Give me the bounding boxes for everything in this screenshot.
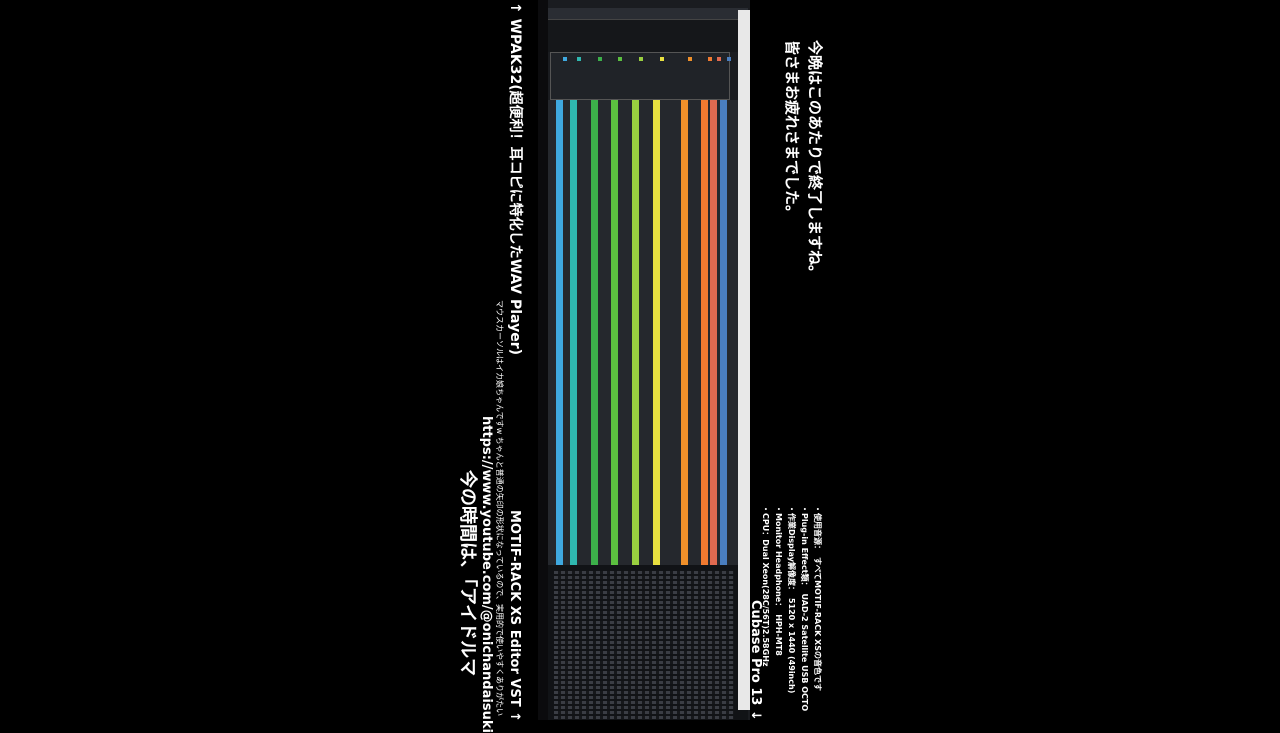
channel-color-tab[interactable] [660, 57, 664, 61]
channel-color-tab[interactable] [563, 57, 567, 61]
mixer-channel-row[interactable] [554, 681, 734, 684]
spec-headphone: ・Monitor Headphone： HPH-MT8 [774, 505, 783, 656]
mixer-channel-row[interactable] [554, 706, 734, 709]
track-lane[interactable] [556, 100, 563, 565]
mixer-channel-row[interactable] [554, 576, 734, 579]
mixer-channel-row[interactable] [554, 581, 734, 584]
channel-strip-overview[interactable] [550, 52, 731, 100]
track-lane[interactable] [611, 100, 618, 565]
channel-color-tab[interactable] [708, 57, 712, 61]
spec-plugin: ・Plug-in Effect類： UAD-2 Satellite USB OC… [800, 505, 809, 712]
mixer-channel-row[interactable] [554, 611, 734, 614]
mixer-channel-row[interactable] [554, 586, 734, 589]
track-lane[interactable] [653, 100, 660, 565]
cubase-window [548, 0, 750, 720]
track-lane[interactable] [632, 100, 639, 565]
mixer-channel-row[interactable] [554, 691, 734, 694]
mixer-channel-row[interactable] [554, 606, 734, 609]
top-zone-panel [548, 20, 748, 52]
closing-message-line2: 皆さまお疲れさまでした。 [783, 40, 801, 221]
mixer-channel-row[interactable] [554, 591, 734, 594]
mixer-channel-row[interactable] [554, 621, 734, 624]
mixer-channel-row[interactable] [554, 641, 734, 644]
track-lane[interactable] [720, 100, 727, 565]
mixer-channel-row[interactable] [554, 696, 734, 699]
closing-message-line1: 今晩はこのあたりで終了しますね。 [806, 40, 824, 281]
spec-sound: ・使用音源： すべてMOTIF-RACK XSの音色です [813, 505, 822, 691]
cursor-note: マウスカーソルはイカ娘ちゃんですw ちゃんと普通の矢印の形状になっているので、実… [495, 300, 504, 716]
wpak-caption: ↑ WPAK32(超便利！耳コピに特化したWAV Player) [507, 2, 523, 355]
now-playing-caption: 今の時間は、「アイドルマ [457, 470, 478, 677]
taskbar-strip [538, 0, 548, 720]
mixer-channel-row[interactable] [554, 701, 734, 704]
mixer-channel-row[interactable] [554, 656, 734, 659]
mixer-channel-row[interactable] [554, 661, 734, 664]
channel-color-tab[interactable] [618, 57, 622, 61]
mixer-channel-row[interactable] [554, 711, 734, 714]
track-lane[interactable] [570, 100, 577, 565]
mixer-channel-row[interactable] [554, 671, 734, 674]
channel-color-tab[interactable] [688, 57, 692, 61]
motif-editor-caption: MOTIF-RACK XS Editor VST ↑ [507, 510, 522, 723]
cubase-caption: Cubase Pro 13 ↓ [748, 600, 763, 721]
mixer-channel-row[interactable] [554, 716, 734, 719]
mixer-channel-row[interactable] [554, 646, 734, 649]
channel-color-tab[interactable] [717, 57, 721, 61]
mixer-channel-row[interactable] [554, 676, 734, 679]
mixer-channel-row[interactable] [554, 631, 734, 634]
transport-toolbar[interactable] [548, 8, 748, 20]
mixer-channel-row[interactable] [554, 651, 734, 654]
track-lane[interactable] [681, 100, 688, 565]
track-lane[interactable] [710, 100, 717, 565]
channel-color-tab[interactable] [727, 57, 731, 61]
mixer-channel-row[interactable] [554, 626, 734, 629]
youtube-url[interactable]: https://www.youtube.com/@onichandaisuki [479, 416, 494, 733]
track-lane[interactable] [591, 100, 598, 565]
channel-color-tab[interactable] [598, 57, 602, 61]
mixer-console[interactable] [548, 565, 748, 720]
right-zone-panel[interactable] [738, 10, 750, 710]
track-lane[interactable] [701, 100, 708, 565]
mixer-channel-row[interactable] [554, 596, 734, 599]
arrange-window[interactable] [548, 100, 738, 565]
mixer-channel-row[interactable] [554, 686, 734, 689]
mixer-channel-row[interactable] [554, 666, 734, 669]
mixer-channel-row[interactable] [554, 636, 734, 639]
mixer-channel-row[interactable] [554, 601, 734, 604]
mixer-channel-row[interactable] [554, 616, 734, 619]
spec-display: ・作業Display解像度： 5120 x 1440 (49inch) [787, 505, 796, 694]
channel-color-tab[interactable] [639, 57, 643, 61]
channel-color-tab[interactable] [577, 57, 581, 61]
mixer-channel-row[interactable] [554, 571, 734, 574]
spec-cpu: ・CPU：Dual Xeon(28C/56T)2.58GHz [761, 505, 770, 667]
